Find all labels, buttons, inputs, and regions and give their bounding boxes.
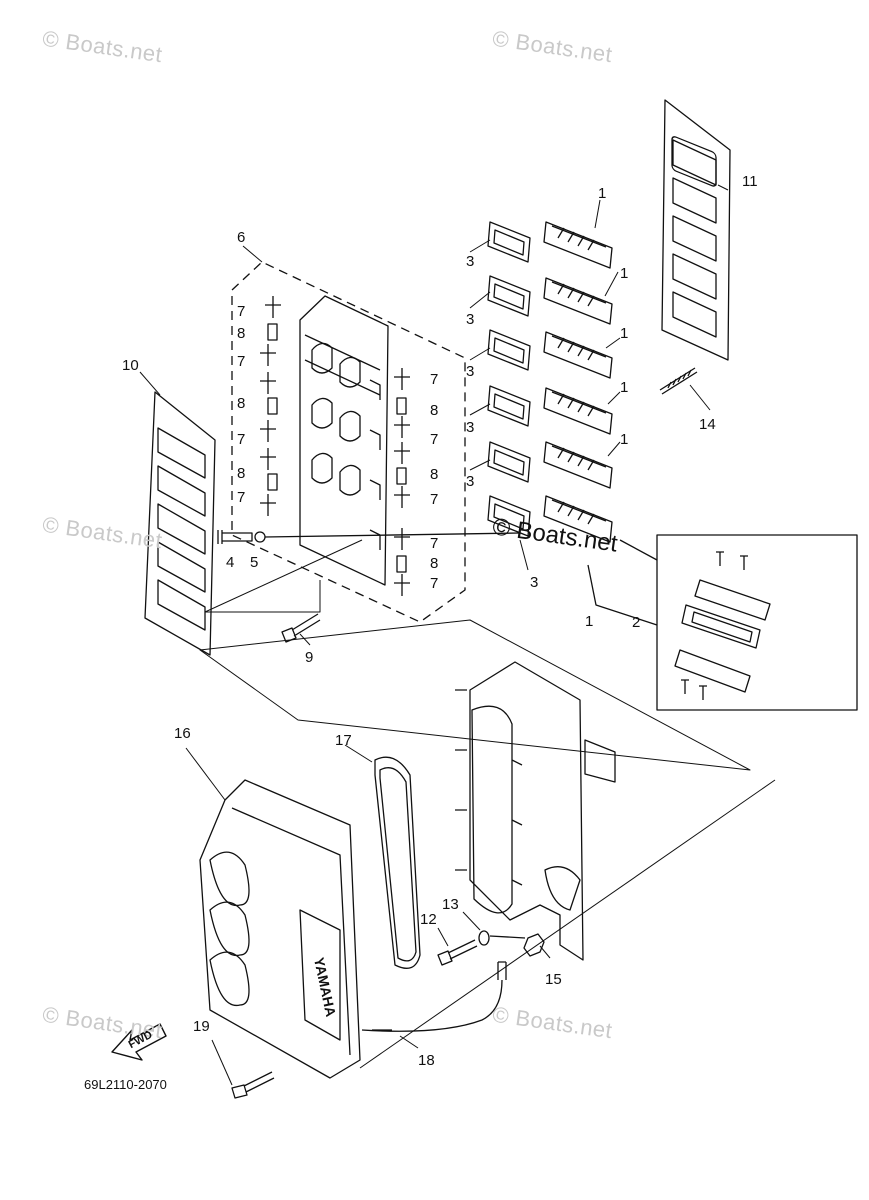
callout-13: 13 bbox=[442, 896, 459, 913]
reed-plate bbox=[299, 295, 389, 586]
callout-3: 3 bbox=[466, 473, 475, 490]
nut-15 bbox=[489, 933, 545, 957]
callout-2: 2 bbox=[632, 614, 641, 631]
callout-1: 1 bbox=[598, 185, 607, 202]
gasket-10 bbox=[144, 391, 216, 656]
bolt-9 bbox=[281, 613, 321, 643]
seal-17 bbox=[374, 756, 421, 969]
callout-7: 7 bbox=[430, 491, 439, 508]
callout-3: 3 bbox=[466, 253, 475, 270]
callout-7: 7 bbox=[237, 431, 246, 448]
callout-3: 3 bbox=[466, 311, 475, 328]
crankcase bbox=[455, 661, 616, 961]
callout-8: 8 bbox=[237, 325, 246, 342]
callout-5: 5 bbox=[250, 554, 259, 571]
reed-valves-1 bbox=[543, 221, 613, 543]
callout-18: 18 bbox=[418, 1052, 435, 1069]
reed-gaskets-3 bbox=[487, 221, 531, 537]
callout-17: 17 bbox=[335, 732, 352, 749]
fwd-arrow-icon bbox=[111, 1023, 167, 1061]
stud-14 bbox=[659, 367, 698, 395]
assembly-boundary-6 bbox=[231, 261, 466, 623]
callout-1: 1 bbox=[620, 265, 629, 282]
callout-8: 8 bbox=[430, 555, 439, 572]
callout-10: 10 bbox=[122, 357, 139, 374]
callout-7: 7 bbox=[430, 575, 439, 592]
callout-19: 19 bbox=[193, 1018, 210, 1035]
callout-1: 1 bbox=[620, 379, 629, 396]
callout-3: 3 bbox=[466, 363, 475, 380]
callout-7: 7 bbox=[430, 431, 439, 448]
bolt-19 bbox=[231, 1071, 275, 1099]
callout-7: 7 bbox=[237, 303, 246, 320]
callout-1: 1 bbox=[620, 431, 629, 448]
diagram-code: 69L2110-2070 bbox=[84, 1077, 167, 1092]
callout-8: 8 bbox=[237, 395, 246, 412]
callout-8: 8 bbox=[237, 465, 246, 482]
callout-1: 1 bbox=[585, 613, 594, 630]
bolt-4-washer-5 bbox=[217, 530, 521, 544]
callout-7: 7 bbox=[237, 489, 246, 506]
fittings-right-7-8 bbox=[394, 368, 410, 596]
callout-6: 6 bbox=[237, 229, 246, 246]
inset-box-2 bbox=[587, 534, 858, 711]
callout-8: 8 bbox=[430, 402, 439, 419]
callout-3: 3 bbox=[530, 574, 539, 591]
cover-16 bbox=[199, 779, 361, 1079]
callout-11: 11 bbox=[742, 173, 758, 190]
callout-7: 7 bbox=[237, 353, 246, 370]
gasket-11 bbox=[661, 99, 731, 361]
callout-12: 12 bbox=[420, 911, 437, 928]
callout-15: 15 bbox=[545, 971, 562, 988]
callout-7: 7 bbox=[430, 371, 439, 388]
leaders-1-3 bbox=[469, 184, 729, 571]
fittings-left-7-8 bbox=[260, 296, 281, 516]
callout-8: 8 bbox=[430, 466, 439, 483]
callout-1: 1 bbox=[620, 325, 629, 342]
assembly-boundary bbox=[199, 539, 776, 1069]
hose-18 bbox=[361, 961, 507, 1032]
callout-leaders bbox=[139, 245, 551, 1086]
callout-9: 9 bbox=[305, 649, 314, 666]
callout-16: 16 bbox=[174, 725, 191, 742]
callout-14: 14 bbox=[699, 416, 716, 433]
callout-7: 7 bbox=[430, 535, 439, 552]
washer-13 bbox=[478, 930, 490, 946]
callout-4: 4 bbox=[226, 554, 235, 571]
bolt-12 bbox=[437, 939, 478, 966]
callout-3: 3 bbox=[466, 419, 475, 436]
